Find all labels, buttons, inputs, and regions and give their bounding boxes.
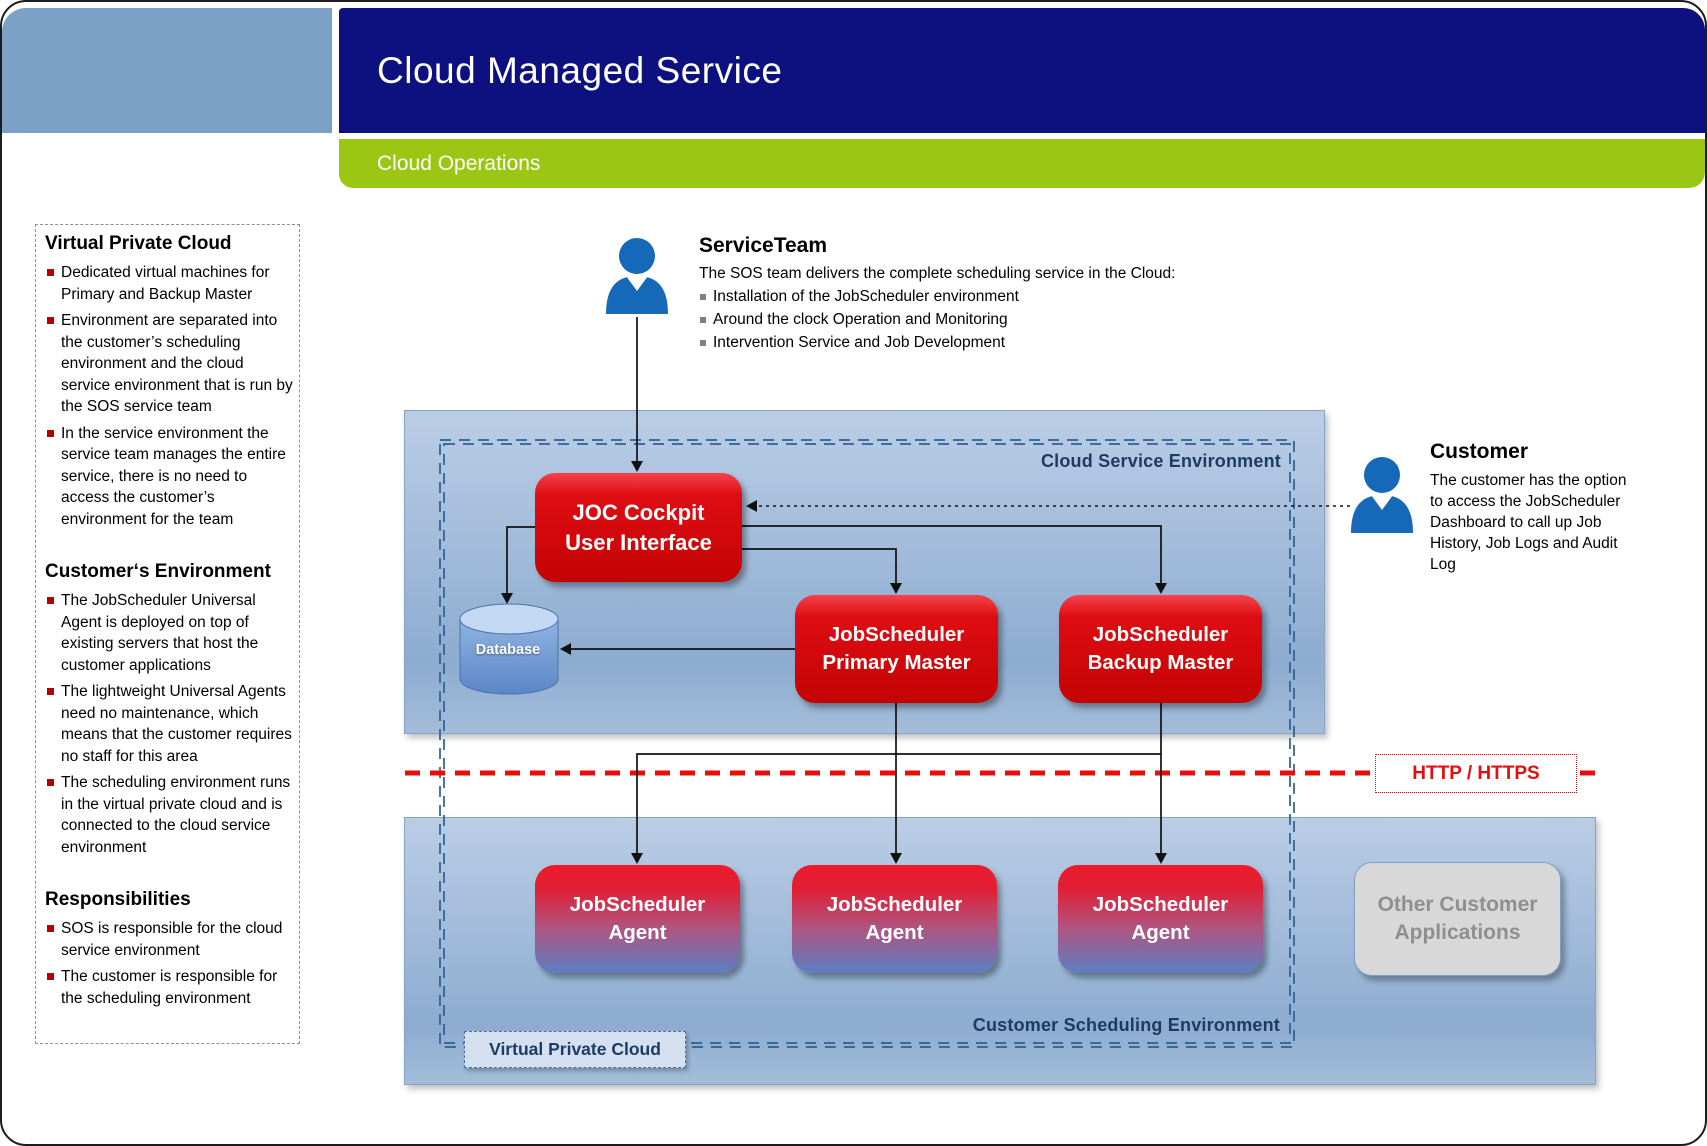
service-team-block: ServiceTeam The SOS team delivers the co…	[699, 234, 1259, 355]
sidebar-section-customer-env: Customer‘s Environment The JobScheduler …	[45, 560, 293, 858]
service-team-bullet: Around the clock Operation and Monitorin…	[699, 309, 1259, 331]
http-https-label: HTTP / HTTPS	[1375, 754, 1577, 793]
node-agent-1: JobScheduler Agent	[535, 865, 740, 973]
cloud-service-environment-label: Cloud Service Environment	[1040, 451, 1281, 471]
header-subtitle-bar: Cloud Operations	[339, 139, 1705, 188]
sidebar-bullet: Dedicated virtual machines for Primary a…	[45, 262, 293, 305]
sidebar-bullet: In the service environment the service t…	[45, 423, 293, 531]
sidebar-bullet: The scheduling environment runs in the v…	[45, 772, 293, 858]
service-team-bullet: Intervention Service and Job Development	[699, 332, 1259, 354]
service-team-icon	[606, 238, 668, 314]
customer-description: The customer has the option to access th…	[1430, 472, 1627, 573]
header-steel-block	[2, 8, 332, 133]
node-agent-3: JobScheduler Agent	[1058, 865, 1263, 973]
sidebar-notes: Virtual Private Cloud Dedicated virtual …	[35, 224, 300, 1044]
sidebar-heading: Virtual Private Cloud	[45, 233, 232, 254]
service-team-intro: The SOS team delivers the complete sched…	[699, 265, 1176, 282]
customer-block: Customer The customer has the option to …	[1430, 440, 1642, 575]
sidebar-bullet: Environment are separated into the custo…	[45, 310, 293, 418]
sidebar-bullet: The lightweight Universal Agents need no…	[45, 681, 293, 767]
node-agent-2: JobScheduler Agent	[792, 865, 997, 973]
sidebar-heading: Responsibilities	[45, 889, 191, 910]
sidebar-section-responsibilities: Responsibilities SOS is responsible for …	[45, 888, 293, 1009]
page-title: Cloud Managed Service	[377, 49, 783, 91]
header-title-bar: Cloud Managed Service	[339, 8, 1705, 133]
node-backup-master: JobScheduler Backup Master	[1059, 595, 1262, 703]
sidebar-section-vpc: Virtual Private Cloud Dedicated virtual …	[45, 232, 293, 530]
service-team-heading: ServiceTeam	[699, 234, 828, 257]
sidebar-bullet: SOS is responsible for the cloud service…	[45, 918, 293, 961]
sidebar-bullet: The JobScheduler Universal Agent is depl…	[45, 590, 293, 676]
customer-icon	[1351, 457, 1413, 533]
sidebar-bullet: The customer is responsible for the sche…	[45, 966, 293, 1009]
customer-scheduling-environment-label: Customer Scheduling Environment	[972, 1015, 1280, 1035]
virtual-private-cloud-label: Virtual Private Cloud	[464, 1031, 686, 1068]
page-subtitle: Cloud Operations	[377, 151, 541, 175]
node-other-customer-applications: Other Customer Applications	[1354, 862, 1561, 976]
sidebar-heading: Customer‘s Environment	[45, 561, 271, 582]
customer-heading: Customer	[1430, 440, 1529, 463]
database-label: Database	[475, 642, 541, 658]
node-joc-cockpit: JOC Cockpit User Interface	[535, 473, 742, 582]
node-primary-master: JobScheduler Primary Master	[795, 595, 998, 703]
service-team-bullet: Installation of the JobScheduler environ…	[699, 286, 1259, 308]
